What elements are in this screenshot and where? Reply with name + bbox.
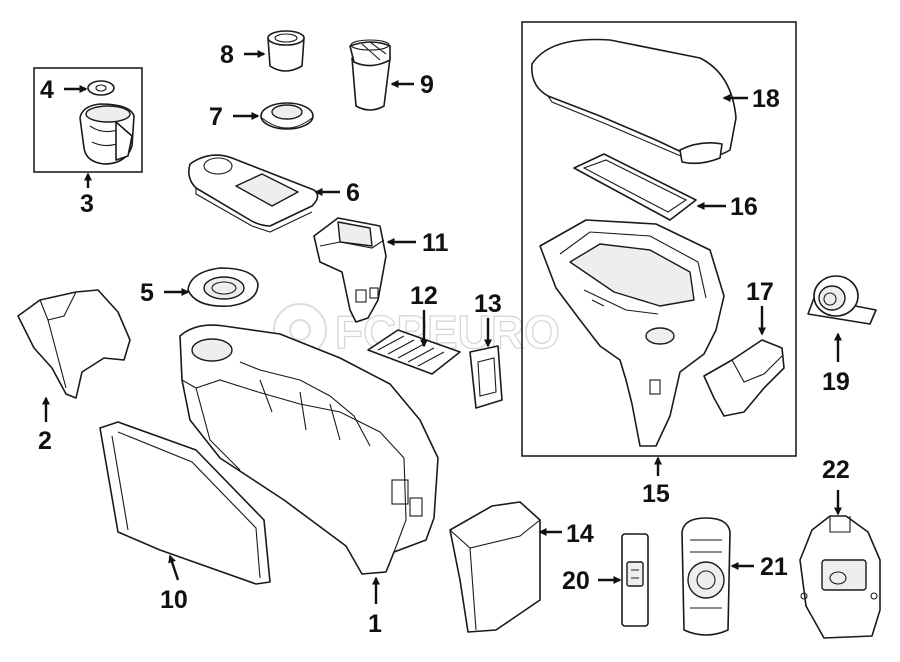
callout-10: 10 bbox=[160, 586, 188, 614]
callout-20: 20 bbox=[562, 567, 590, 595]
part-16-pad bbox=[573, 153, 697, 221]
callout-13: 13 bbox=[474, 290, 502, 318]
part-10-side-panel bbox=[99, 421, 271, 585]
part-4-disc bbox=[87, 80, 115, 96]
group-box-cupholder bbox=[33, 67, 143, 173]
callout-5: 5 bbox=[140, 279, 154, 307]
part-21-controller bbox=[681, 517, 731, 636]
callout-1: 1 bbox=[368, 610, 382, 638]
part-5-bezel bbox=[187, 267, 259, 307]
part-15-storage-bin bbox=[539, 219, 725, 447]
part-3-cup-holder bbox=[79, 103, 135, 165]
leader-arrows bbox=[42, 50, 842, 604]
part-19-tape-roll bbox=[807, 275, 877, 325]
callout-22: 22 bbox=[822, 456, 850, 484]
callout-15: 15 bbox=[642, 480, 670, 508]
callout-8: 8 bbox=[220, 41, 234, 69]
part-12-mat bbox=[367, 329, 461, 375]
callout-2: 2 bbox=[38, 427, 52, 455]
part-1-center-console bbox=[179, 324, 439, 575]
callout-4: 4 bbox=[40, 76, 54, 104]
callout-7: 7 bbox=[209, 103, 223, 131]
callout-6: 6 bbox=[346, 179, 360, 207]
callout-12: 12 bbox=[410, 282, 438, 310]
part-22-module bbox=[799, 515, 881, 639]
callout-16: 16 bbox=[730, 193, 758, 221]
callout-3: 3 bbox=[80, 190, 94, 218]
part-9-tumbler bbox=[349, 39, 391, 111]
callout-17: 17 bbox=[746, 278, 774, 306]
callout-21: 21 bbox=[760, 553, 788, 581]
callout-9: 9 bbox=[420, 71, 434, 99]
part-2-side-trim bbox=[17, 289, 131, 399]
part-8-cup bbox=[267, 30, 305, 72]
part-14-end-cap bbox=[449, 501, 541, 633]
part-18-armrest bbox=[531, 38, 737, 165]
part-20-switch bbox=[621, 533, 649, 627]
callout-19: 19 bbox=[822, 368, 850, 396]
part-7-ring bbox=[260, 102, 314, 130]
group-box-armrest-assembly bbox=[521, 21, 797, 457]
callout-18: 18 bbox=[752, 85, 780, 113]
callout-11: 11 bbox=[422, 229, 449, 257]
part-17-bracket bbox=[703, 339, 785, 417]
callout-14: 14 bbox=[566, 520, 594, 548]
part-13-clip bbox=[469, 345, 503, 409]
part-6-tray bbox=[188, 154, 319, 233]
part-11-bracket bbox=[313, 217, 387, 323]
